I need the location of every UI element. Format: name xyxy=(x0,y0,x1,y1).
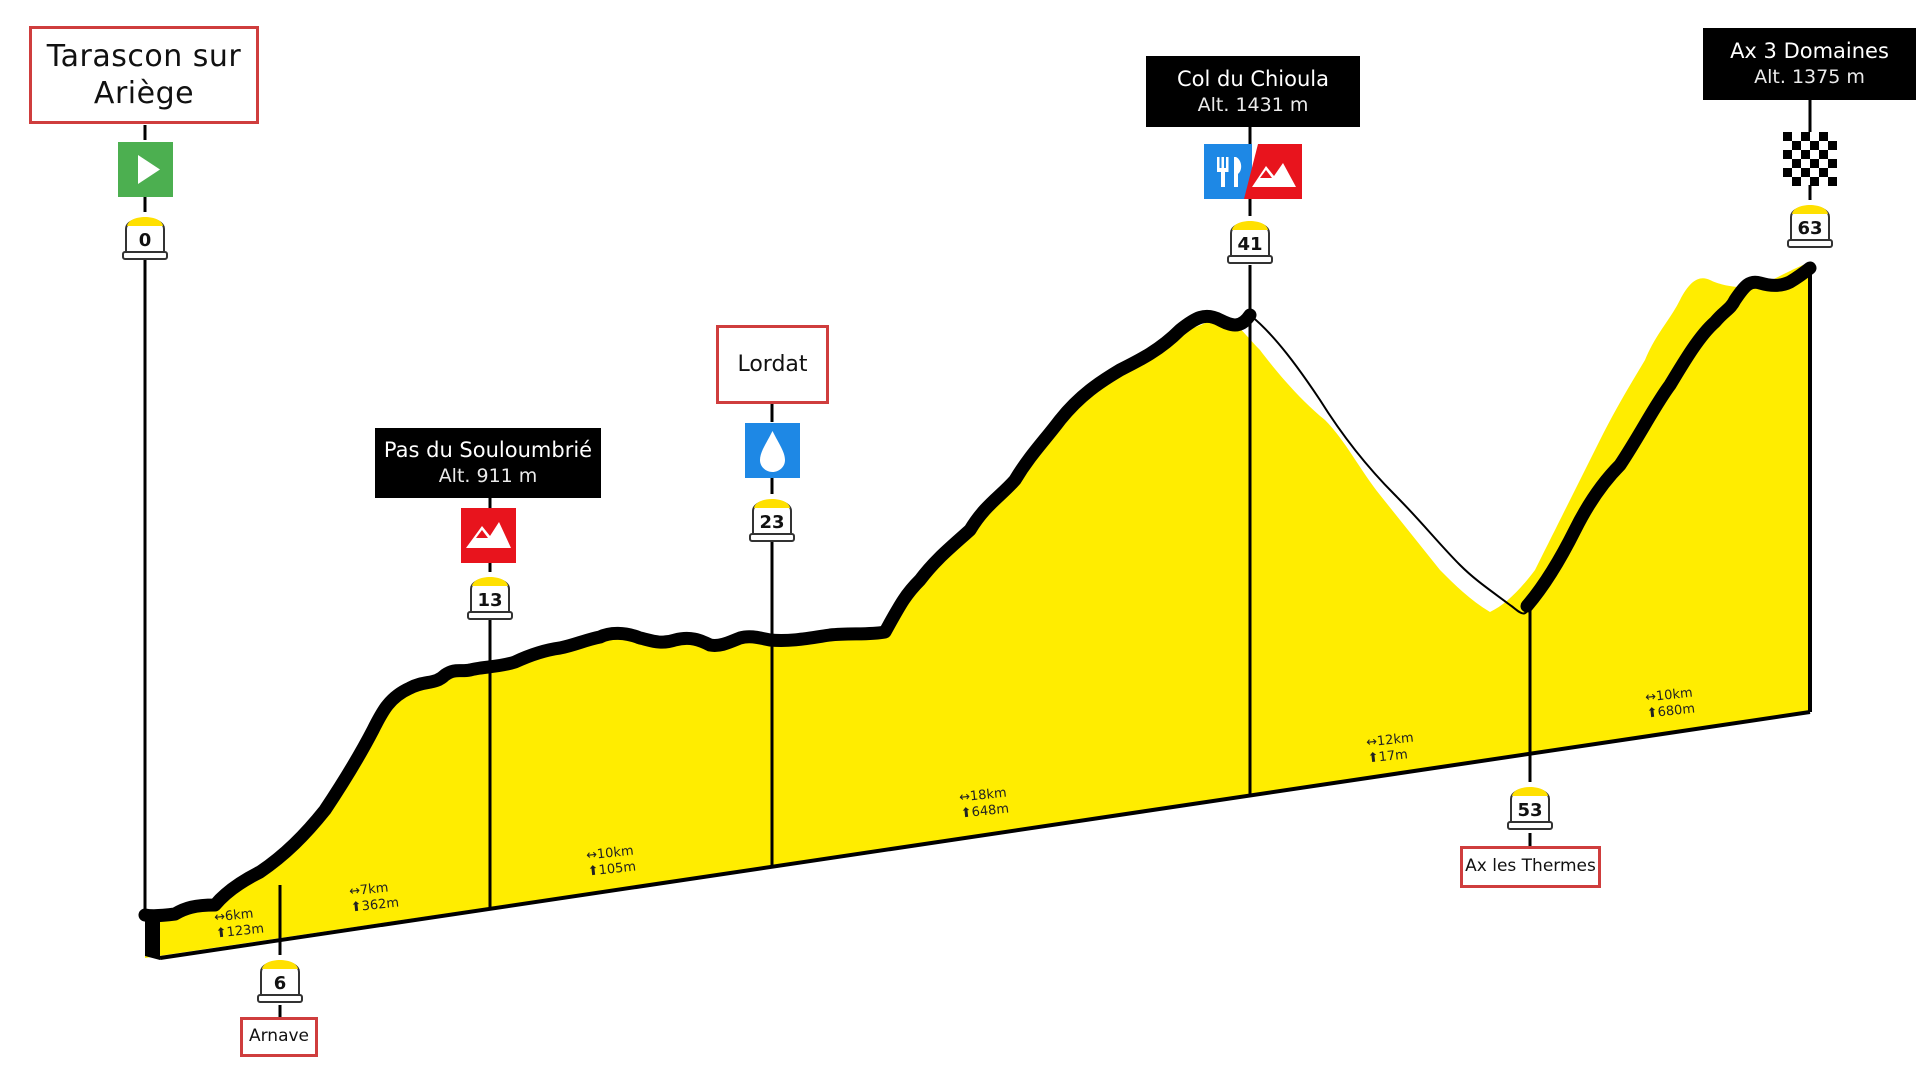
arnave-town-label: Arnave xyxy=(240,1017,318,1057)
checkered-flag-icon xyxy=(1783,132,1837,186)
chioula-name: Col du Chioula xyxy=(1176,66,1329,91)
chioula-alt: Alt. 1431 m xyxy=(1197,93,1309,116)
souloumbrie-name: Pas du Souloumbrié xyxy=(383,438,593,462)
finish-name: Ax 3 Domaines xyxy=(1730,39,1889,63)
km-marker-value: 53 xyxy=(1517,800,1542,821)
food-icon xyxy=(1204,144,1252,199)
km-marker-value: 63 xyxy=(1797,218,1822,239)
km-marker: 63 xyxy=(1787,205,1833,248)
arnave-town-name: Arnave xyxy=(248,1026,310,1047)
profile-start-edge xyxy=(145,915,160,960)
km-marker: 0 xyxy=(122,217,168,260)
km-marker: 13 xyxy=(467,577,513,620)
segment-6-stats: ↔10km ⬆680m xyxy=(1644,686,1696,723)
segment-5-stats: ↔12km ⬆17m xyxy=(1365,731,1416,768)
segment-2-stats: ↔7km ⬆362m xyxy=(348,880,400,917)
start-town-label: Tarascon sur Ariège xyxy=(29,26,259,124)
km-marker-value: 0 xyxy=(139,230,152,251)
souloumbrie-alt: Alt. 911 m xyxy=(438,465,538,488)
segment-4-stats: ↔18km ⬆648m xyxy=(958,786,1010,823)
km-marker-value: 23 xyxy=(759,512,784,533)
profile-area xyxy=(145,262,1810,958)
lordat-town-label: Lordat xyxy=(716,325,829,404)
chioula-pass-label: Col du Chioula Alt. 1431 m xyxy=(1146,56,1360,127)
km-marker: 6 xyxy=(257,960,303,1003)
mountain-icon-chioula xyxy=(1244,144,1302,199)
km-marker-value: 41 xyxy=(1237,234,1262,255)
km-marker: 23 xyxy=(749,499,795,542)
lordat-town-name: Lordat xyxy=(737,351,808,377)
profile-ridge-final xyxy=(1520,261,1817,613)
finish-pass-label: Ax 3 Domaines Alt. 1375 m xyxy=(1703,28,1916,100)
profile-baseline xyxy=(159,710,1811,960)
segment-1-stats: ↔6km ⬆123m xyxy=(213,906,265,943)
km-marker: 41 xyxy=(1227,221,1273,264)
mountain-icon xyxy=(461,508,516,563)
souloumbrie-pass-label: Pas du Souloumbrié Alt. 911 m xyxy=(375,428,601,498)
km-marker-value: 6 xyxy=(274,973,287,994)
km-marker: 53 xyxy=(1507,787,1553,830)
profile-ridge-descent xyxy=(1249,314,1531,615)
ax-thermes-town-label: Ax les Thermes xyxy=(1460,846,1601,888)
play-icon xyxy=(118,142,173,197)
ax-thermes-town-name: Ax les Thermes xyxy=(1465,856,1596,877)
start-town-name: Tarascon sur Ariège xyxy=(46,38,242,112)
finish-alt: Alt. 1375 m xyxy=(1754,66,1865,89)
segment-3-stats: ↔10km ⬆105m xyxy=(585,844,637,881)
km-markers: 0 6 13 23 41 53 63 xyxy=(122,205,1833,1003)
profile-ridge xyxy=(138,308,1257,923)
water-drop-icon xyxy=(745,423,800,478)
km-marker-value: 13 xyxy=(477,590,502,611)
